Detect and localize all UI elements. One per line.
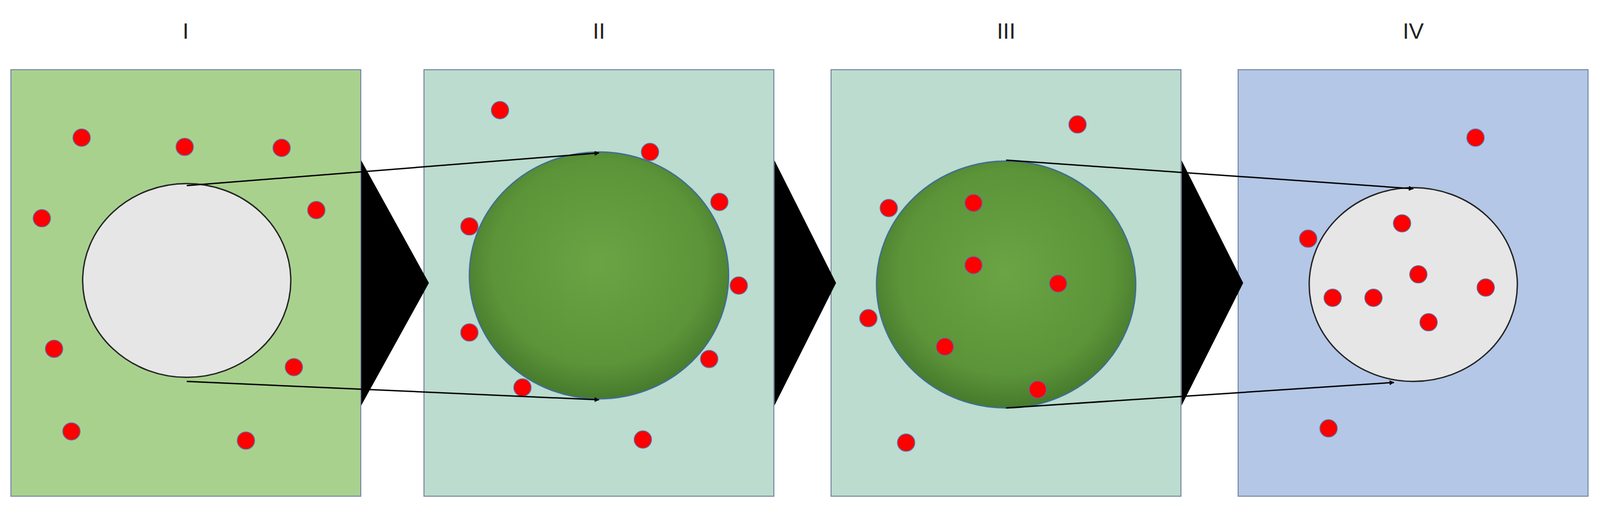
particle-dot [710,193,729,211]
particle-dot [1409,265,1428,284]
particle-dot [237,432,255,450]
particle-dot [897,434,915,452]
particle-dot [460,324,478,342]
particle-dot [513,379,532,397]
particle-dot [491,101,509,119]
panel-label: III [831,20,1181,43]
step-arrow [1181,160,1244,406]
particle-dot [964,256,983,275]
particle-dot [1364,289,1383,307]
panel-label: II [424,20,774,43]
particle-dot [1393,214,1411,233]
particle-dot [1299,229,1318,248]
particle-dot [880,199,898,217]
particle-dot [73,129,91,147]
zoom-line [186,381,599,400]
particle-dot [176,138,194,156]
panel-label: I [11,20,361,43]
particle-dot [936,338,954,356]
emptied-cell [1308,188,1518,383]
particle-dot [45,340,63,358]
particle-dot [460,217,478,236]
particle-dot [33,209,51,228]
particle-dot [634,431,652,449]
particle-dot [1324,289,1342,307]
empty-cell [82,183,292,378]
zoom-line [1005,160,1414,189]
particle-dot [1068,116,1087,134]
particle-dot [1049,275,1068,293]
particle-dot [273,139,291,157]
particle-dot [859,309,878,327]
zoom-line [1005,382,1395,409]
particle-dot [730,276,748,295]
particle-dot [1476,279,1495,297]
loaded-cell [876,161,1136,409]
zoom-line [186,153,599,186]
particle-dot [1467,129,1485,147]
step-arrow [361,160,429,406]
particle-dot [62,422,81,441]
particle-dot [700,350,718,368]
loaded-cell [469,152,729,399]
particle-dot [1420,313,1438,332]
particle-dot [285,358,303,377]
panel-label: IV [1238,20,1588,43]
particle-dot [964,194,983,212]
particle-dot [307,201,326,220]
particle-dot [641,143,659,161]
particle-dot [1319,420,1338,438]
step-arrow [774,160,836,406]
particle-dot [1028,380,1047,399]
